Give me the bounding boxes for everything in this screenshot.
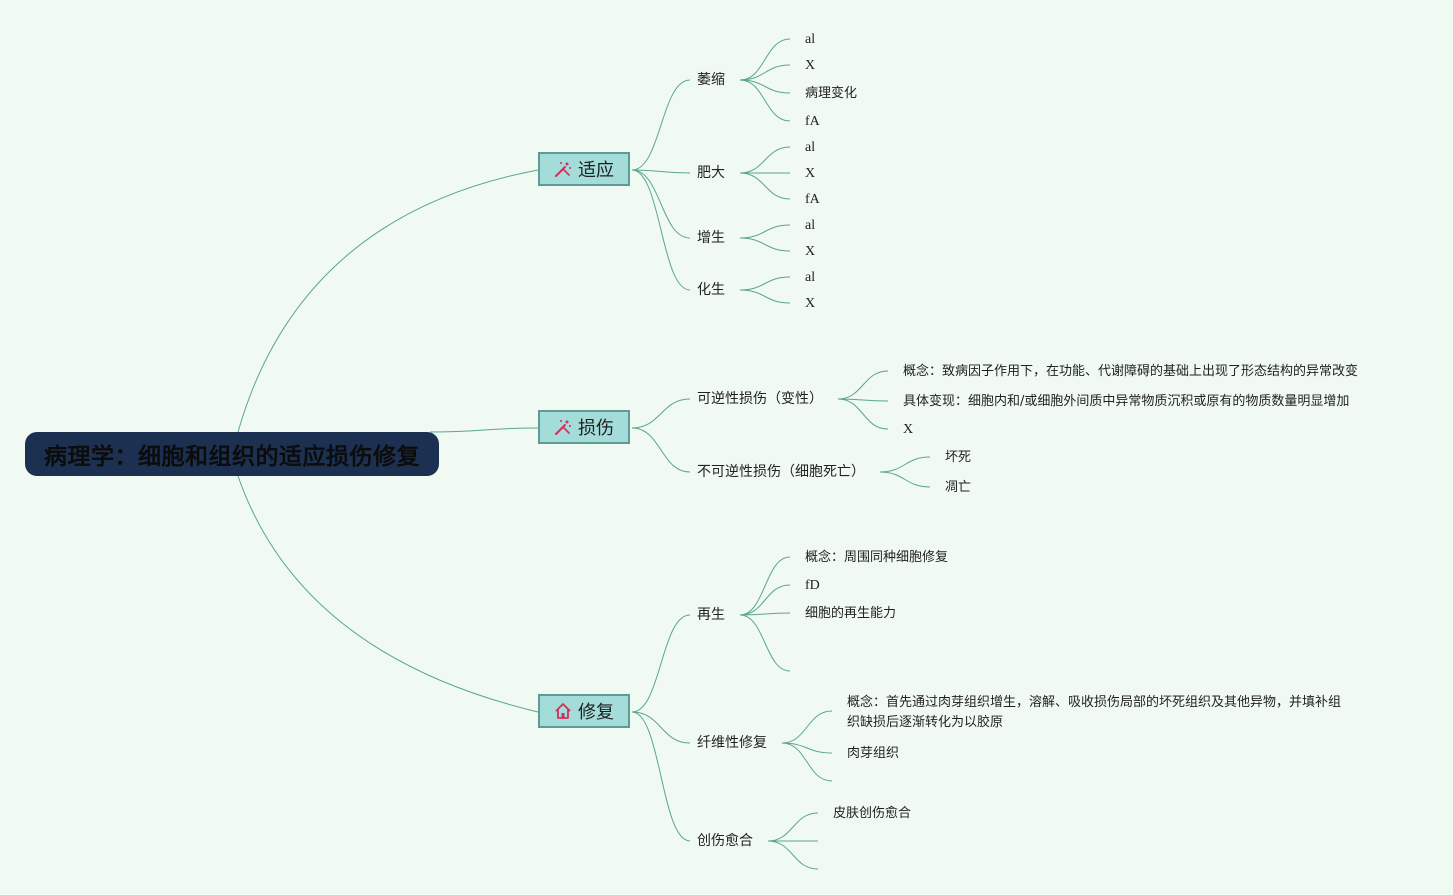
connector-line: [739, 584, 791, 616]
topic-reversible-injury[interactable]: 可逆性损伤（变性）: [697, 391, 823, 407]
connector-line: [237, 475, 539, 713]
connector-line: [631, 169, 691, 291]
connector-line: [739, 224, 791, 239]
connector-line: [739, 612, 791, 616]
leaf-item[interactable]: 具体变现：细胞内和/或细胞外间质中异常物质沉积或原有的物质数量明显增加: [903, 394, 1350, 409]
branch-injury[interactable]: 损伤: [538, 410, 630, 444]
connector-line: [631, 614, 691, 713]
leaf-item[interactable]: X: [805, 58, 816, 73]
connector-line: [739, 276, 791, 291]
leaf-item[interactable]: 凋亡: [945, 480, 972, 495]
leaf-item[interactable]: X: [805, 296, 816, 311]
leaf-item[interactable]: al: [805, 218, 816, 233]
connector-line: [429, 427, 539, 433]
topic-wound-healing[interactable]: 创伤愈合: [697, 833, 753, 849]
connector-line: [837, 398, 889, 402]
topic-metaplasia[interactable]: 化生: [697, 282, 725, 298]
leaf-item[interactable]: 肉芽组织: [847, 746, 900, 761]
branch-label: 适应: [578, 160, 614, 181]
connector-line: [837, 398, 889, 430]
branch-label: 损伤: [578, 418, 614, 439]
connector-line: [739, 146, 791, 174]
leaf-item[interactable]: 概念：首先通过肉芽组织增生，溶解、吸收损伤局部的坏死组织及其他异物，并填补组织缺…: [847, 695, 1342, 730]
leaf-item[interactable]: fA: [805, 192, 820, 207]
connector-line: [739, 237, 791, 252]
connector-line: [237, 169, 539, 433]
leaf-item[interactable]: 病理变化: [805, 86, 858, 101]
connector-line: [781, 742, 833, 754]
connector-line: [631, 79, 691, 171]
leaf-item[interactable]: X: [805, 244, 816, 259]
connector-line: [739, 172, 791, 200]
leaf-item[interactable]: al: [805, 32, 816, 47]
connector-line: [631, 427, 691, 473]
connector-line: [631, 711, 691, 842]
branch-adaptation[interactable]: 适应: [538, 152, 630, 186]
connector-line: [631, 169, 691, 174]
topic-irreversible-injury[interactable]: 不可逆性损伤（细胞死亡）: [697, 464, 865, 480]
leaf-item[interactable]: 细胞的再生能力: [805, 606, 897, 621]
connector-line: [631, 711, 691, 744]
leaf-item[interactable]: 皮肤创伤愈合: [833, 806, 912, 821]
connector-line: [739, 38, 791, 81]
leaf-item[interactable]: X: [805, 166, 816, 181]
house-icon: [554, 702, 572, 720]
leaf-item[interactable]: al: [805, 140, 816, 155]
branch-repair[interactable]: 修复: [538, 694, 630, 728]
connector-line: [739, 79, 791, 94]
connector-line: [781, 710, 833, 744]
connector-line: [631, 398, 691, 429]
connector-line: [781, 742, 833, 782]
leaf-item[interactable]: 坏死: [945, 450, 972, 465]
root-title: 病理学：细胞和组织的适应损伤修复: [44, 444, 420, 470]
sparkle-icon: [554, 418, 572, 436]
connector-line: [739, 614, 791, 672]
leaf-item[interactable]: X: [903, 422, 914, 437]
connector-line: [767, 840, 819, 870]
topic-hyperplasia[interactable]: 增生: [697, 230, 725, 246]
connector-line: [739, 64, 791, 81]
leaf-item[interactable]: 概念：周围同种细胞修复: [805, 550, 949, 565]
branch-label: 修复: [578, 702, 614, 723]
topic-atrophy[interactable]: 萎缩: [697, 72, 725, 88]
leaf-item[interactable]: fD: [805, 578, 820, 593]
connector-line: [739, 289, 791, 304]
topic-fibrous-repair[interactable]: 纤维性修复: [697, 735, 767, 751]
connector-line: [739, 79, 791, 122]
sparkle-icon: [554, 160, 572, 178]
topic-regeneration[interactable]: 再生: [697, 607, 725, 623]
connector-line: [739, 556, 791, 616]
connector-line: [879, 471, 931, 488]
connector-line: [631, 169, 691, 239]
topic-hypertrophy[interactable]: 肥大: [697, 165, 725, 181]
connector-line: [879, 456, 931, 473]
leaf-item[interactable]: fA: [805, 114, 820, 129]
connector-line: [767, 812, 819, 842]
root-topic[interactable]: 病理学：细胞和组织的适应损伤修复: [25, 432, 439, 476]
leaf-item[interactable]: al: [805, 270, 816, 285]
leaf-item[interactable]: 概念：致病因子作用下，在功能、代谢障碍的基础上出现了形态结构的异常改变: [903, 364, 1359, 379]
connector-line: [837, 370, 889, 400]
